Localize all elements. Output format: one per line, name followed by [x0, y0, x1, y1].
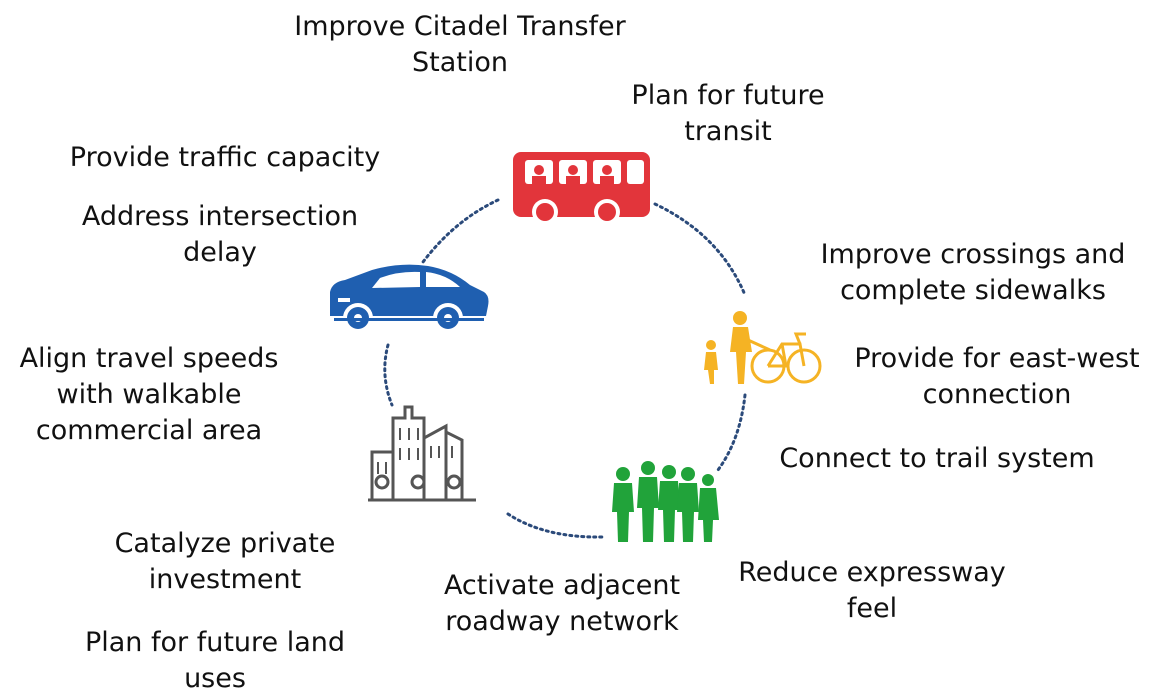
label-line: delay [183, 237, 257, 268]
label-line: commercial area [35, 415, 263, 446]
label-line: Improve crossings and [820, 239, 1126, 270]
label-improve-crossings: Improve crossings and complete sidewalks [798, 237, 1148, 309]
label-line: Align travel speeds [19, 343, 279, 374]
label-plan-future-transit: Plan for future transit [608, 78, 848, 150]
label-line: with walkable [56, 379, 242, 410]
pedestrian-bicycle-icon [704, 311, 822, 384]
label-east-west-connection: Provide for east-west connection [842, 341, 1152, 413]
dotted-ring [383, 198, 747, 539]
label-improve-citadel: Improve Citadel Transfer Station [270, 9, 650, 81]
ring-arc-pedestrian-people [716, 393, 747, 472]
label-line: transit [684, 116, 772, 147]
bus-icon [513, 152, 650, 225]
ring-arc-car-buildings [383, 343, 394, 407]
ring-arc-bus-car [421, 198, 500, 264]
label-line: Address intersection [81, 201, 359, 232]
label-reduce-expressway-feel: Reduce expressway feel [722, 555, 1022, 627]
label-line: roadway network [445, 606, 679, 637]
label-line: Plan for future [631, 80, 825, 111]
label-line: Improve Citadel Transfer [294, 11, 626, 42]
label-provide-traffic-capacity: Provide traffic capacity [45, 140, 405, 176]
label-line: uses [184, 663, 246, 694]
label-connect-trail-system: Connect to trail system [762, 441, 1112, 477]
city-buildings-icon [368, 405, 476, 502]
label-line: Reduce expressway [738, 557, 1006, 588]
label-line: Activate adjacent [443, 570, 681, 601]
label-address-intersection-delay: Address intersection delay [55, 199, 385, 271]
label-line: complete sidewalks [840, 275, 1106, 306]
label-plan-future-land-uses: Plan for future land uses [60, 625, 370, 697]
car-icon [330, 264, 489, 333]
label-line: Provide for east-west [854, 343, 1140, 374]
label-catalyze-private-investment: Catalyze private investment [95, 526, 355, 598]
label-line: Provide traffic capacity [69, 142, 381, 173]
label-activate-roadway-network: Activate adjacent roadway network [412, 568, 712, 640]
label-line: connection [922, 379, 1072, 410]
label-line: investment [148, 564, 302, 595]
label-line: Plan for future land [84, 627, 346, 658]
label-line: Station [412, 47, 508, 78]
label-align-travel-speeds: Align travel speeds with walkable commer… [4, 341, 294, 449]
label-line: feel [846, 593, 898, 624]
ring-arc-bus-pedestrian [653, 202, 747, 297]
people-group-icon [612, 461, 719, 542]
label-line: Catalyze private [114, 528, 336, 559]
label-line: Connect to trail system [779, 443, 1095, 474]
ring-arc-buildings-people [506, 512, 604, 539]
